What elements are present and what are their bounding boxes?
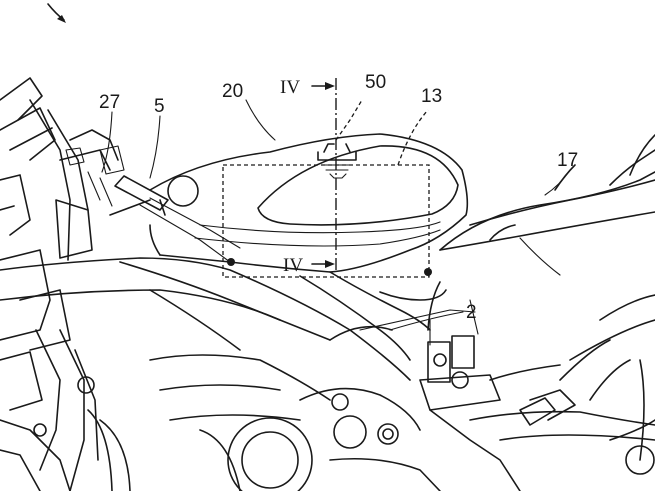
section-label-upper: IV — [280, 77, 300, 98]
ref-numeral-5: 5 — [154, 96, 165, 117]
section-label-lower: IV — [283, 255, 303, 276]
ref-numeral-20: 20 — [222, 81, 243, 102]
main-frame — [0, 257, 476, 381]
leader-2 — [389, 311, 464, 331]
ref-numeral-13: 13 — [421, 86, 442, 107]
ref-numeral-50: 50 — [365, 72, 386, 93]
leader-lines — [101, 99, 571, 331]
ref-numeral-17: 17 — [557, 150, 578, 171]
rear-components — [419, 294, 655, 491]
detail-region-box — [222, 164, 430, 278]
handlebar — [109, 175, 241, 266]
leader-20 — [245, 99, 276, 141]
corner-arrow — [47, 3, 66, 23]
ref-numeral-27: 27 — [99, 92, 120, 113]
leader-13 — [397, 109, 429, 166]
leader-5 — [149, 115, 161, 179]
leader-17 — [544, 169, 571, 196]
engine-area — [149, 354, 441, 491]
fuel-tank — [149, 133, 469, 273]
front-fork-assembly — [0, 77, 131, 491]
seat-rear-cowl — [439, 134, 655, 276]
filler-cap — [317, 99, 363, 179]
ref-numeral-2: 2 — [466, 302, 477, 323]
section-line — [311, 78, 337, 272]
leader-27 — [101, 111, 113, 173]
